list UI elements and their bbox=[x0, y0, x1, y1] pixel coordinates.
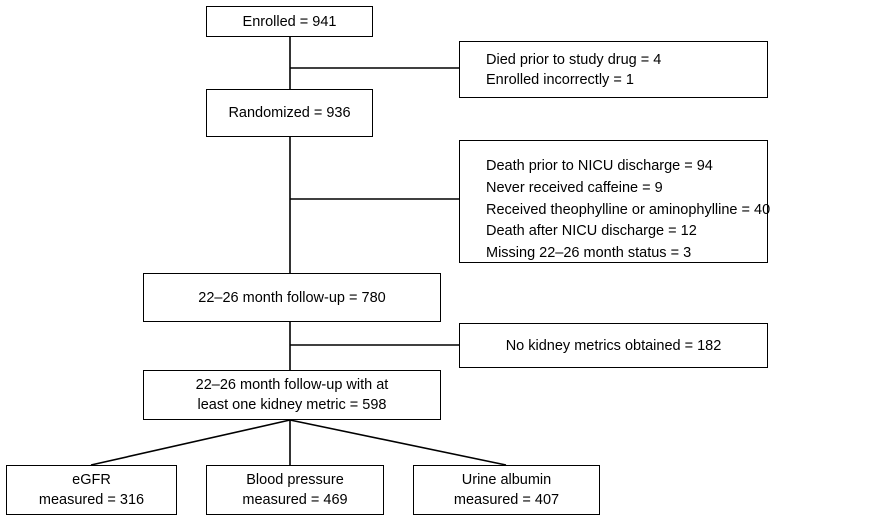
egfr-title: eGFR bbox=[72, 472, 111, 488]
egfr-box: eGFR measured = 316 bbox=[6, 465, 177, 515]
exclusion-item: Enrolled incorrectly = 1 bbox=[486, 71, 634, 88]
exclusion-box-no-kidney-metrics: No kidney metrics obtained = 182 bbox=[459, 323, 768, 368]
urine-albumin-count: measured = 407 bbox=[453, 492, 560, 508]
exclusion-box-pre-randomization: Died prior to study drug = 4 Enrolled in… bbox=[459, 41, 768, 98]
followup-box: 22–26 month follow-up = 780 bbox=[143, 273, 441, 322]
exclusion-item: Death after NICU discharge = 12 bbox=[486, 223, 697, 240]
exclusion-item: Missing 22–26 month status = 3 bbox=[486, 245, 692, 262]
randomized-box: Randomized = 936 bbox=[206, 89, 373, 137]
egfr-count: measured = 316 bbox=[38, 492, 145, 508]
exclusion-item: Never received caffeine = 9 bbox=[486, 179, 663, 196]
blood-pressure-count: measured = 469 bbox=[242, 492, 348, 508]
enrolled-box: Enrolled = 941 bbox=[206, 6, 373, 37]
connector-to-egfr bbox=[90, 419, 291, 466]
blood-pressure-title: Blood pressure bbox=[246, 472, 344, 488]
randomized-label: Randomized = 936 bbox=[228, 105, 351, 121]
exclusion-item: No kidney metrics obtained = 182 bbox=[505, 337, 722, 354]
enrolled-label: Enrolled = 941 bbox=[242, 13, 337, 30]
urine-albumin-box: Urine albumin measured = 407 bbox=[413, 465, 600, 515]
blood-pressure-box: Blood pressure measured = 469 bbox=[206, 465, 384, 515]
followup-kidney-line: 22–26 month follow-up with at bbox=[195, 377, 389, 393]
followup-kidney-line: least one kidney metric = 598 bbox=[197, 397, 387, 413]
urine-albumin-title: Urine albumin bbox=[461, 472, 552, 488]
connector-to-urine-albumin bbox=[289, 419, 507, 466]
exclusion-item: Received theophylline or aminophylline =… bbox=[486, 201, 771, 218]
followup-label: 22–26 month follow-up = 780 bbox=[198, 289, 386, 306]
exclusion-box-post-randomization: Death prior to NICU discharge = 94 Never… bbox=[459, 140, 771, 263]
exclusion-item: Death prior to NICU discharge = 94 bbox=[486, 158, 713, 174]
exclusion-item: Died prior to study drug = 4 bbox=[486, 51, 662, 68]
followup-kidney-box: 22–26 month follow-up with at least one … bbox=[143, 370, 441, 420]
